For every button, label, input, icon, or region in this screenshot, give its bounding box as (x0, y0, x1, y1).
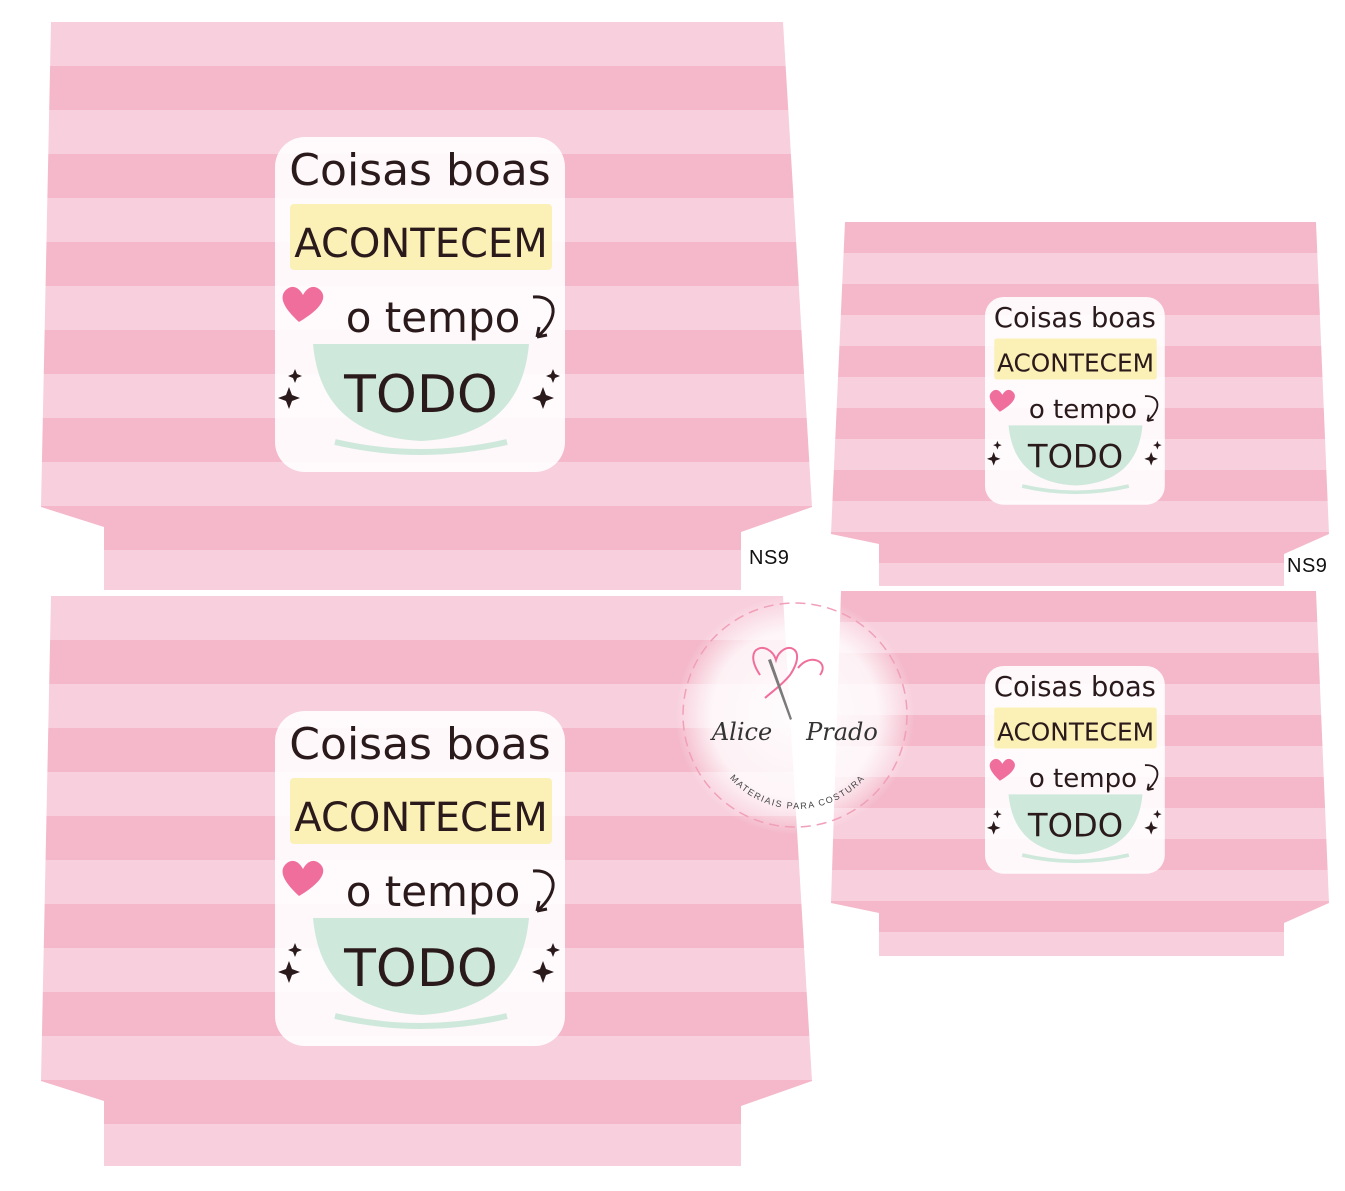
quote-line4: TODO (343, 365, 498, 425)
banner (994, 338, 1157, 380)
quote-line2: ACONTECEM (294, 795, 547, 841)
fabric-panel-large-bottom: Coisas boas ACONTECEM o tempo TODO (41, 596, 813, 1166)
quote-line3: o tempo (346, 867, 521, 916)
quote-line4: TODO (1027, 438, 1123, 476)
cup-shape (313, 918, 529, 1015)
pattern-code-label: NS9 (749, 547, 790, 569)
quote-line2: ACONTECEM (997, 348, 1154, 377)
heart-icon (282, 286, 324, 322)
watermark-logo: Alice Prado MATERIAIS PARA COSTURA (670, 590, 920, 840)
heart-icon (282, 860, 324, 896)
quote-line2: ACONTECEM (294, 221, 547, 267)
quote-line1: Coisas boas (289, 719, 550, 770)
cup-shape (1008, 794, 1143, 855)
quote-line4: TODO (1027, 807, 1123, 845)
panel-graphic: Coisas boas ACONTECEM o tempo TODO (831, 222, 1329, 586)
curved-arrow-icon (1144, 764, 1159, 791)
watermark-name-right: Prado (805, 718, 878, 746)
fabric-panel-small-bottom: Coisas boas ACONTECEM o tempo TODO (831, 591, 1330, 956)
sparkle-icon (986, 809, 1162, 835)
quote-line2: ACONTECEM (997, 717, 1154, 746)
quote-line1: Coisas boas (289, 145, 550, 196)
quote-graphic: Coisas boas ACONTECEM o tempo TODO (275, 711, 565, 1046)
cup-shape (1008, 425, 1143, 486)
quote-line3: o tempo (1029, 764, 1137, 794)
sparkle-icon (986, 440, 1162, 466)
curved-arrow-icon (1144, 395, 1159, 422)
quote-line4: TODO (343, 939, 498, 999)
quote-graphic: Coisas boas ACONTECEM o tempo TODO (275, 137, 565, 472)
fabric-panel-large-top: Coisas boas ACONTECEM o tempo TODO (41, 22, 813, 590)
heart-icon (989, 758, 1015, 781)
quote-graphic: Coisas boas ACONTECEM o tempo TODO (985, 666, 1165, 874)
watermark-name-left: Alice (710, 718, 772, 746)
quote-line3: o tempo (1029, 395, 1137, 425)
watermark-graphic: Alice Prado MATERIAIS PARA COSTURA (675, 595, 915, 835)
pattern-code-label: NS9 (1287, 555, 1328, 577)
quote-graphic: Coisas boas ACONTECEM o tempo TODO (985, 297, 1165, 505)
banner (994, 707, 1157, 749)
curved-arrow-icon (532, 295, 555, 339)
quote-line1: Coisas boas (994, 672, 1156, 703)
panel-graphic: Coisas boas ACONTECEM o tempo TODO (41, 22, 812, 590)
fabric-panel-small-top: Coisas boas ACONTECEM o tempo TODO (831, 222, 1330, 586)
panel-graphic: Coisas boas ACONTECEM o tempo TODO (831, 591, 1329, 956)
banner (290, 778, 552, 844)
curved-arrow-icon (532, 869, 555, 913)
panel-graphic: Coisas boas ACONTECEM o tempo TODO (41, 596, 812, 1166)
cup-shape (313, 344, 529, 441)
banner (290, 204, 552, 270)
quote-line1: Coisas boas (994, 303, 1156, 334)
sparkle-icon (278, 369, 560, 409)
quote-line3: o tempo (346, 293, 521, 342)
sparkle-icon (278, 943, 560, 983)
heart-icon (989, 389, 1015, 412)
sewing-needle-icon (768, 659, 792, 720)
